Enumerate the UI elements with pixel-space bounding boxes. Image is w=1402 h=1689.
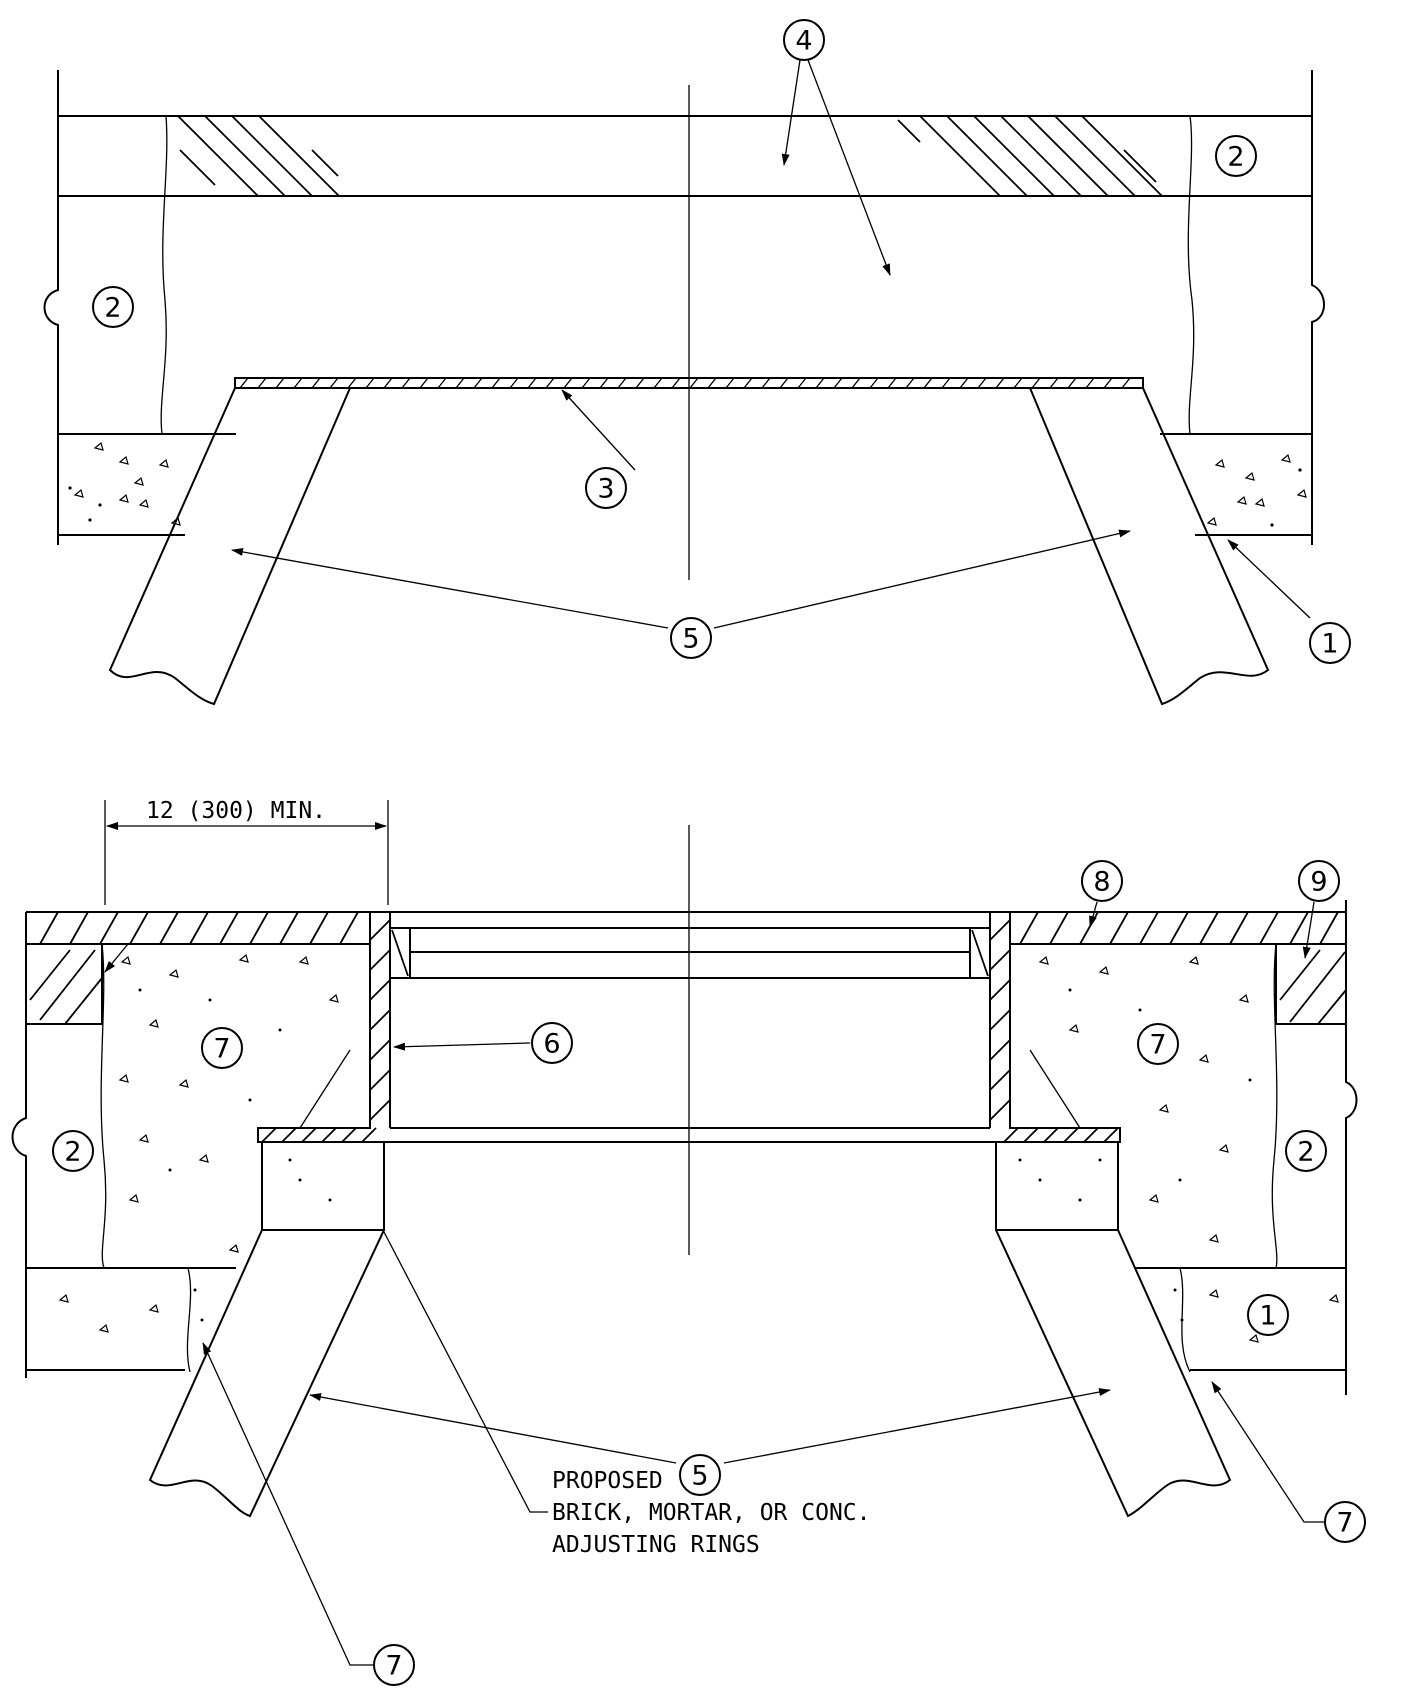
note-line-2: BRICK, MORTAR, OR CONC. (552, 1500, 871, 1526)
min-width-dimension: 12 (300) MIN. (104, 798, 389, 905)
svg-text:5: 5 (682, 624, 699, 655)
surface-course-hatch (39, 911, 1339, 945)
callout-7-right-backfill: 7 (1137, 1023, 1179, 1065)
callout-9: 9 (1298, 860, 1340, 902)
svg-text:8: 8 (1093, 867, 1110, 898)
svg-text:7: 7 (385, 1651, 402, 1682)
svg-text:4: 4 (795, 26, 812, 57)
svg-text:7: 7 (1149, 1030, 1166, 1061)
note-line-1: PROPOSED (552, 1468, 663, 1494)
svg-text:6: 6 (543, 1029, 560, 1060)
existing-condition-detail (43, 70, 1325, 706)
dimension-label: 12 (300) MIN. (146, 798, 326, 824)
callout-5-bottom: 5 (679, 1454, 721, 1496)
callout-2-bottom-left: 2 (52, 1130, 94, 1172)
callout-7-left-backfill: 7 (201, 1027, 243, 1069)
callout-3: 3 (585, 467, 627, 509)
cover-plate-hatch (239, 377, 1131, 389)
callout-6: 6 (531, 1022, 573, 1064)
svg-text:1: 1 (1259, 1301, 1276, 1332)
svg-text:5: 5 (691, 1461, 708, 1492)
pavement-hatching (177, 115, 1163, 197)
callout-1-top: 1 (1309, 622, 1351, 664)
callout-5-top: 5 (670, 617, 712, 659)
callout-2-top-right: 2 (1215, 135, 1257, 177)
base-concrete-texture-right (1206, 453, 1307, 527)
callout-4: 4 (783, 19, 825, 61)
svg-text:9: 9 (1310, 867, 1327, 898)
callout-2-top-left: 2 (92, 286, 134, 328)
base-concrete-texture-left (68, 441, 181, 526)
callout-2-bottom-right: 2 (1285, 1130, 1327, 1172)
callout-circles: 4 2 2 3 5 1 8 9 7 6 7 2 2 1 5 7 7 (52, 19, 1366, 1686)
svg-text:2: 2 (1227, 142, 1244, 173)
callout-8: 8 (1081, 860, 1123, 902)
callout-7-bottom-right: 7 (1324, 1501, 1366, 1543)
svg-text:1: 1 (1321, 629, 1338, 660)
note-line-3: ADJUSTING RINGS (552, 1532, 760, 1558)
svg-text:3: 3 (597, 474, 614, 505)
svg-text:2: 2 (64, 1137, 81, 1168)
svg-text:7: 7 (213, 1034, 230, 1065)
svg-text:2: 2 (1297, 1137, 1314, 1168)
svg-text:7: 7 (1336, 1508, 1353, 1539)
callout-1-bottom: 1 (1247, 1294, 1289, 1336)
svg-text:2: 2 (104, 293, 121, 324)
callout-leaders (104, 59, 1324, 1666)
concrete-backfill-texture (58, 953, 1339, 1343)
callout-7-bottom-left: 7 (373, 1644, 415, 1686)
proposed-condition-detail: 12 (300) MIN. (11, 798, 1358, 1558)
